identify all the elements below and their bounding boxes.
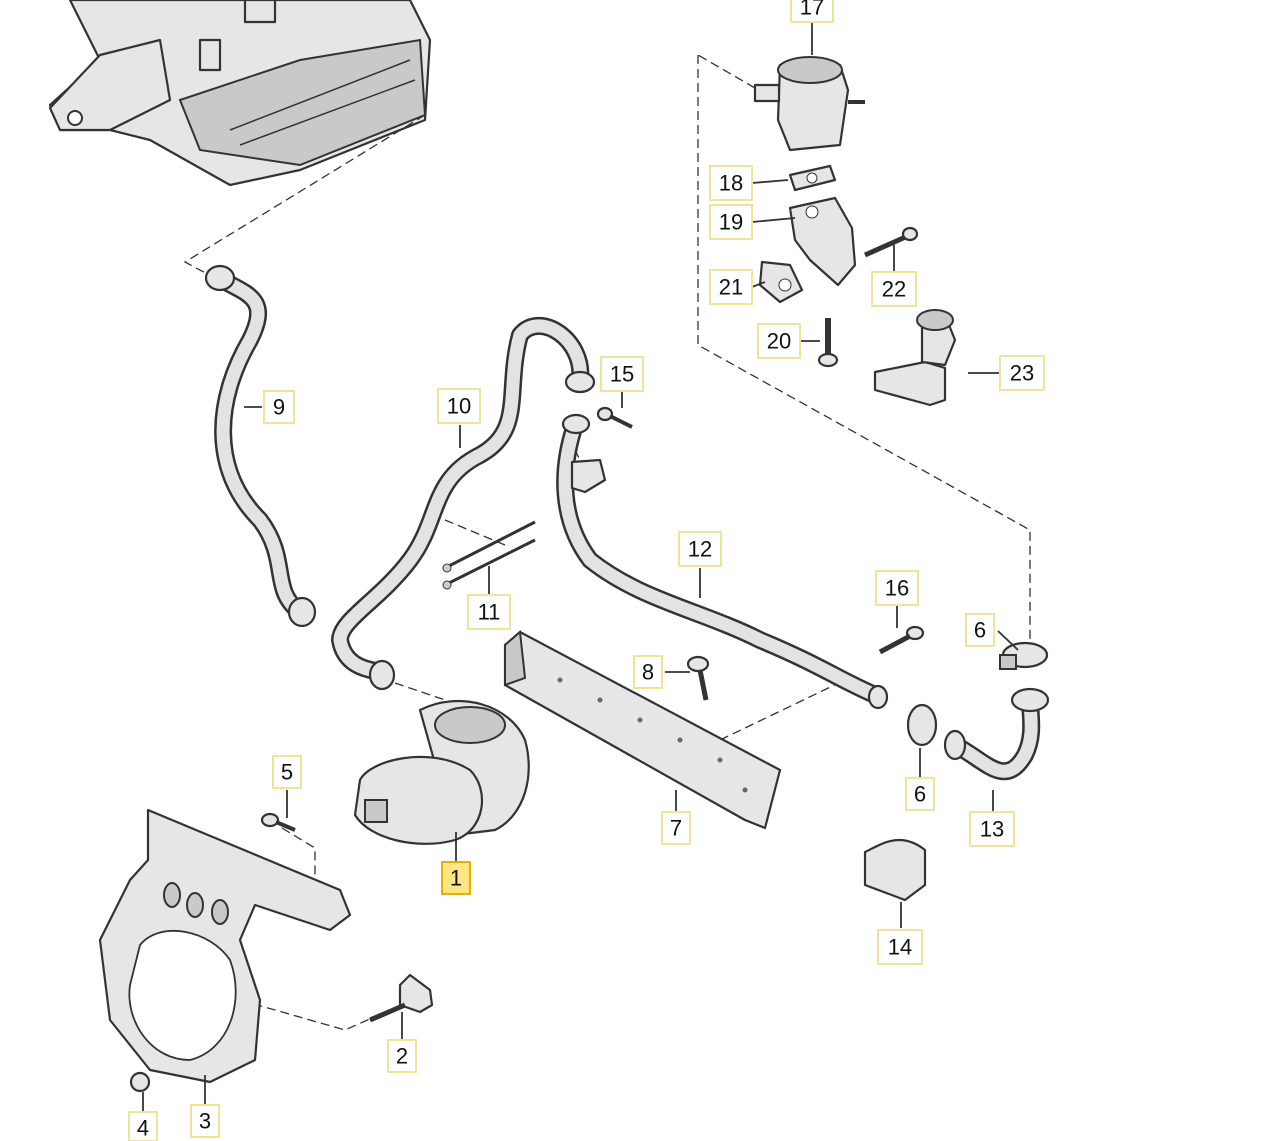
callout-6b[interactable]: 6: [905, 777, 935, 811]
bolt-20: [817, 318, 839, 368]
callout-14[interactable]: 14: [877, 929, 923, 965]
callout-1[interactable]: 1: [441, 861, 471, 895]
callout-21-label: 21: [719, 275, 743, 300]
callout-7[interactable]: 7: [661, 811, 691, 845]
callout-22[interactable]: 22: [871, 271, 917, 307]
callout-13-label: 13: [980, 817, 1004, 842]
callout-3-label: 3: [199, 1109, 211, 1134]
bracket-23: [873, 309, 957, 407]
callout-15[interactable]: 15: [600, 356, 644, 392]
bracket-7: [503, 629, 782, 830]
bolt-5: [260, 812, 296, 832]
bracket-3: [98, 808, 352, 1084]
callout-18[interactable]: 18: [709, 165, 753, 201]
clamp-6b: [906, 703, 938, 747]
callout-3[interactable]: 3: [190, 1104, 220, 1138]
callout-16[interactable]: 16: [875, 570, 919, 606]
callout-20-label: 20: [767, 329, 791, 354]
clamp-6a: [999, 641, 1049, 670]
nut-4: [129, 1071, 151, 1093]
callout-7-label: 7: [670, 816, 682, 841]
callout-16-label: 16: [885, 576, 909, 601]
callout-12[interactable]: 12: [678, 531, 722, 567]
hose-10: [331, 316, 596, 691]
cable-ties-11: [442, 520, 536, 590]
callout-9[interactable]: 9: [263, 390, 295, 424]
leader-lines: [142, 22, 1019, 1112]
callout-19-label: 19: [719, 210, 743, 235]
callout-11[interactable]: 11: [467, 594, 511, 630]
callout-6a-label: 6: [974, 618, 986, 643]
callout-2[interactable]: 2: [387, 1039, 417, 1073]
callout-13[interactable]: 13: [969, 811, 1015, 847]
gasket-18: [788, 164, 837, 192]
hose-9: [204, 264, 317, 628]
air-filter-housing: [48, 0, 432, 187]
callout-20[interactable]: 20: [757, 323, 801, 359]
callout-21[interactable]: 21: [709, 269, 753, 305]
callout-10[interactable]: 10: [437, 388, 481, 424]
callout-23-label: 23: [1010, 361, 1034, 386]
callout-5[interactable]: 5: [272, 755, 302, 789]
callout-22-label: 22: [882, 277, 906, 302]
callout-4[interactable]: 4: [128, 1111, 158, 1141]
callout-2-label: 2: [396, 1044, 408, 1069]
callout-8-label: 8: [642, 660, 654, 685]
callout-6b-label: 6: [914, 782, 926, 807]
callout-17[interactable]: 17: [790, 0, 834, 23]
callout-1-label: 1: [450, 866, 462, 891]
hose-13: [943, 687, 1050, 781]
secondary-air-pump-1: [353, 700, 530, 845]
callout-5-label: 5: [281, 760, 293, 785]
callout-12-label: 12: [688, 537, 712, 562]
bolt-22: [863, 226, 919, 258]
callout-9-label: 9: [273, 395, 285, 420]
bolt-16: [878, 625, 925, 655]
callout-23[interactable]: 23: [999, 355, 1045, 391]
callout-18-label: 18: [719, 171, 743, 196]
callout-6a[interactable]: 6: [965, 613, 995, 647]
callout-11-label: 11: [478, 600, 501, 625]
callout-19[interactable]: 19: [709, 204, 753, 240]
flange-19: [788, 196, 857, 287]
bolt-15: [596, 406, 633, 429]
cover-14: [863, 838, 927, 902]
callout-4-label: 4: [137, 1116, 149, 1141]
gasket-21: [758, 260, 804, 304]
callout-15-label: 15: [610, 362, 634, 387]
bolt-8: [686, 655, 710, 701]
bolt-2: [369, 973, 434, 1023]
combination-valve-17: [753, 56, 865, 152]
pipe-12: [556, 413, 889, 710]
callout-14-label: 14: [888, 935, 912, 960]
callout-17-label: 17: [800, 0, 824, 20]
callout-10-label: 10: [447, 394, 471, 419]
callout-8[interactable]: 8: [633, 655, 663, 689]
